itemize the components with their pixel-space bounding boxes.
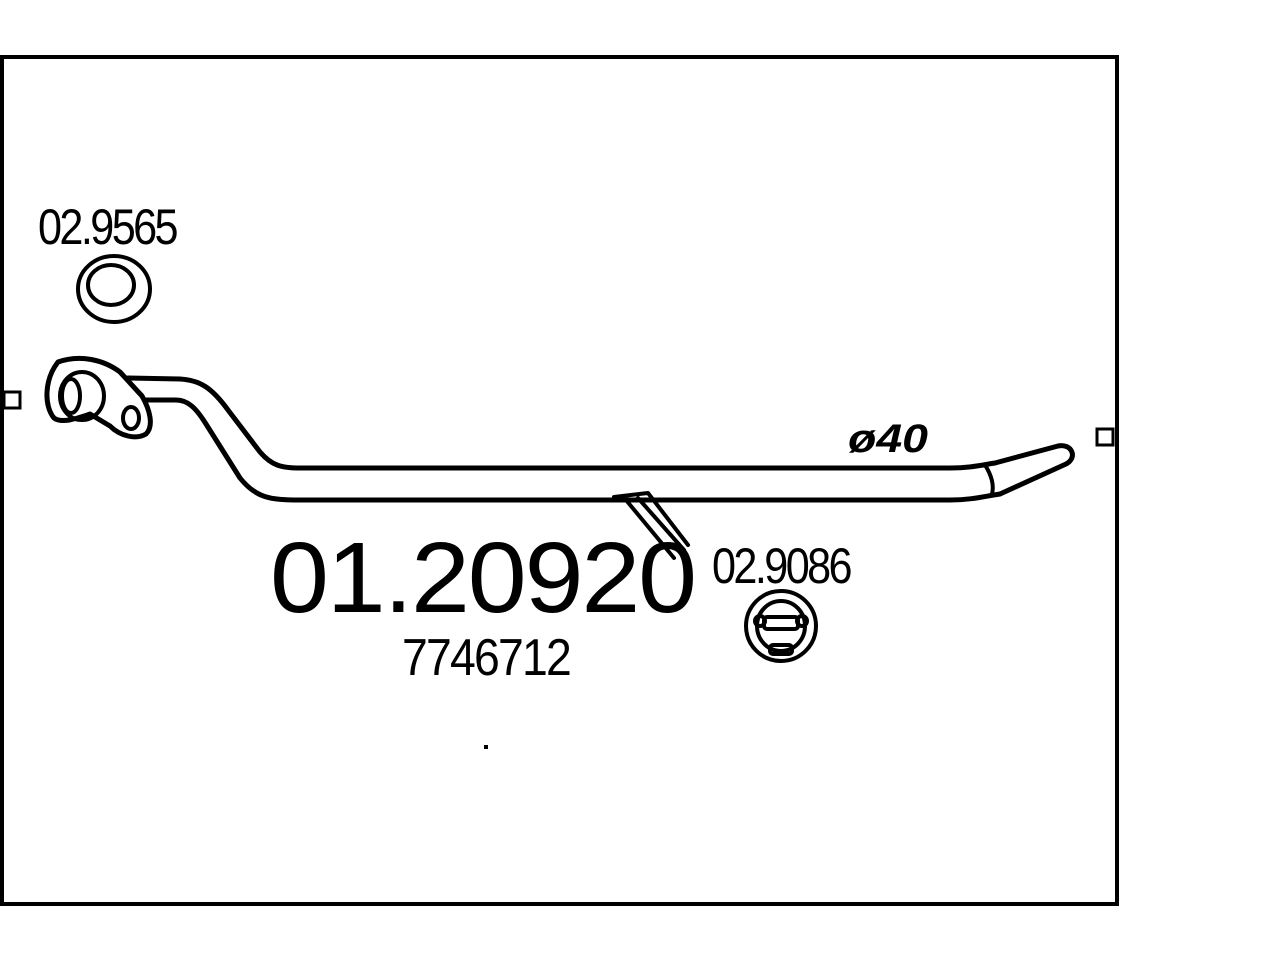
left-edge-marker	[2, 390, 22, 410]
gasket-ring-icon	[76, 254, 152, 324]
gasket-part-label: 02.9565	[38, 199, 177, 255]
main-part-number: 01.20920	[270, 522, 695, 634]
diagram-frame	[0, 55, 1119, 906]
rubber-mount-icon	[744, 589, 818, 663]
oe-number-label: 7746712	[402, 629, 570, 687]
exhaust-pipe-icon	[44, 355, 1075, 560]
pipe-diameter-label: ø40	[848, 417, 928, 461]
dot-mark	[484, 745, 488, 749]
rubber-mount-part-label: 02.9086	[712, 538, 851, 594]
right-edge-marker	[1095, 427, 1115, 447]
